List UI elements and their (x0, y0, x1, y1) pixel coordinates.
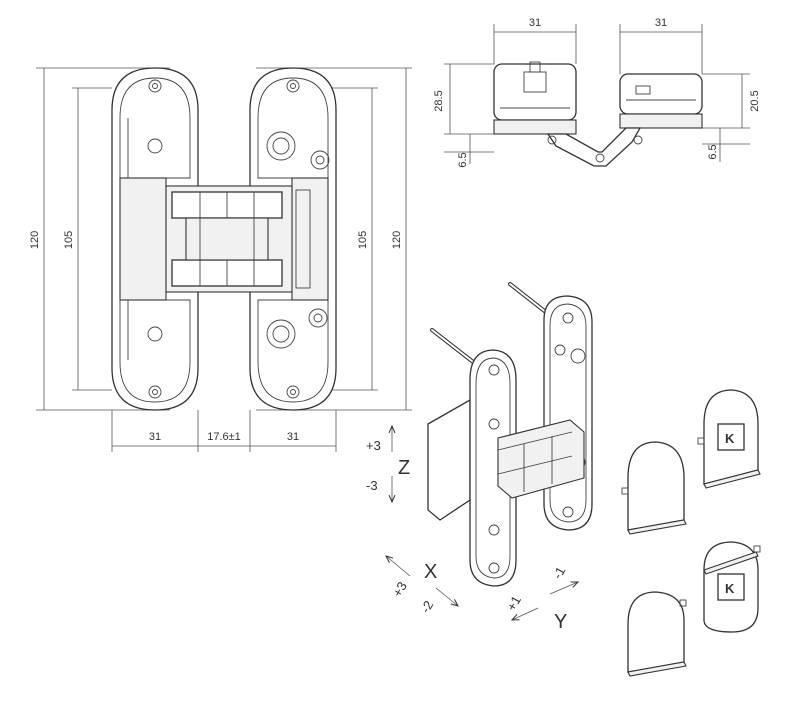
dim-gap: 17.6±1 (207, 431, 241, 443)
hinge-mechanism (165, 185, 311, 293)
cover-logo-letter-top: K (725, 431, 735, 446)
dim-120-right: 120 (391, 231, 403, 249)
top-view-right-body (619, 73, 703, 115)
dim-width-right: 31 (287, 431, 299, 443)
dim-105-right: 105 (357, 231, 369, 249)
top-dim-height-right: 20.5 (749, 90, 761, 111)
axis-x-label: X (424, 561, 437, 583)
cover-caps: K K (621, 389, 761, 677)
top-dim-width-left: 31 (529, 17, 541, 29)
axis-z-label: Z (398, 457, 410, 479)
cover-logo-letter-bottom: K (725, 581, 735, 596)
cover-logo-frame-top (717, 423, 745, 451)
top-view-link-arm (546, 127, 642, 167)
x-plus-label: +3 (390, 579, 410, 599)
cover-cap-plain-bottom (627, 591, 687, 677)
dim-width-left: 31 (149, 431, 161, 443)
cover-logo-frame-bottom (717, 573, 745, 601)
top-dim-offset-left: 6.5 (457, 152, 469, 167)
cover-cap-logo-bottom: K (703, 541, 761, 633)
axis-y-label: Y (554, 611, 567, 633)
y-plus-label: +1 (504, 593, 524, 613)
cover-cap-plain-top (621, 441, 687, 535)
front-dimension-labels: 120 105 105 120 31 17.6±1 31 (29, 231, 403, 443)
y-minus-label: -1 (550, 564, 569, 582)
x-minus-label: -2 (418, 598, 437, 616)
top-dim-width-right: 31 (655, 17, 667, 29)
dim-105-left: 105 (63, 231, 75, 249)
top-dim-height-left: 28.5 (433, 90, 445, 111)
front-view (36, 67, 412, 452)
perspective-mechanism (497, 419, 585, 499)
top-view (444, 24, 750, 167)
perspective-right-leaf (543, 295, 593, 531)
z-minus-label: -3 (366, 478, 378, 493)
top-dim-offset-right: 6.5 (707, 144, 719, 159)
z-plus-label: +3 (366, 438, 381, 453)
perspective-view (427, 282, 593, 587)
cover-cap-logo-top: K (697, 389, 761, 489)
dim-120-left: 120 (29, 231, 41, 249)
perspective-left-leaf (469, 349, 517, 587)
adjustment-arrows (386, 426, 578, 620)
top-dimension-labels: 31 31 28.5 6.5 20.5 6.5 (433, 17, 761, 168)
